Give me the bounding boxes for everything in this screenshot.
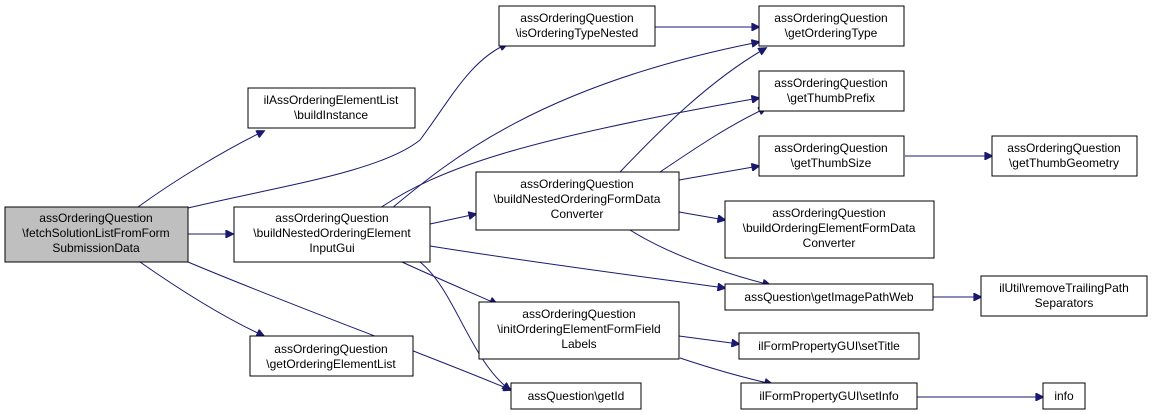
edge-converter-to-getImagePathWeb — [629, 229, 770, 285]
svg-text:assQuestion\getId: assQuestion\getId — [528, 389, 625, 403]
node-getOrderingElementList[interactable]: assOrderingQuestion\getOrderingElementLi… — [249, 335, 414, 377]
svg-text:ilFormPropertyGUI\setInfo: ilFormPropertyGUI\setInfo — [759, 389, 899, 403]
edge-converter-to-buildElementConverter — [678, 211, 725, 220]
edge-inputgui-to-getOrderingType — [391, 42, 759, 209]
svg-text:info: info — [1054, 389, 1074, 403]
edge-inputgui-to-initLabels — [401, 261, 497, 304]
node-root[interactable]: assOrderingQuestion\fetchSolutionListFro… — [4, 206, 189, 263]
node-getThumbPrefix[interactable]: assOrderingQuestion\getThumbPrefix — [758, 70, 905, 112]
node-getThumbSize[interactable]: assOrderingQuestion\getThumbSize — [758, 135, 905, 177]
edge-converter-to-getOrderingType — [619, 48, 766, 173]
edge-initlabels-to-setTitle — [678, 335, 739, 344]
svg-text:assOrderingQuestion\getThumbGe: assOrderingQuestion\getThumbGeometry — [1007, 141, 1120, 170]
edges — [137, 27, 1043, 397]
edge-converter-to-getThumbSize — [678, 166, 759, 181]
edge-root-to-getId — [187, 261, 511, 390]
edge-inputgui-to-getId — [419, 261, 510, 390]
svg-text:assOrderingQuestion\getThumbPr: assOrderingQuestion\getThumbPrefix — [774, 76, 887, 105]
node-buildInstance[interactable]: ilAssOrderingElementList\buildInstance — [247, 87, 416, 129]
node-getImagePathWeb[interactable]: assQuestion\getImagePathWeb — [724, 283, 934, 311]
svg-text:assOrderingQuestion\buildNeste: assOrderingQuestion\buildNestedOrderingE… — [253, 211, 411, 255]
svg-text:ilAssOrderingElementList\build: ilAssOrderingElementList\buildInstance — [264, 93, 399, 122]
svg-text:assOrderingQuestion\buildNeste: assOrderingQuestion\buildNestedOrderingF… — [494, 177, 661, 221]
svg-text:assQuestion\getImagePathWeb: assQuestion\getImagePathWeb — [744, 290, 914, 304]
node-isOrderingTypeNested[interactable]: assOrderingQuestion\isOrderingTypeNested — [498, 5, 656, 47]
node-buildNestedInputGui[interactable]: assOrderingQuestion\buildNestedOrderingE… — [233, 206, 431, 263]
node-buildElementConverter[interactable]: assOrderingQuestion\buildOrderingElement… — [724, 200, 935, 259]
edge-initlabels-to-setInfo — [679, 357, 772, 384]
nodes: assOrderingQuestion\fetchSolutionListFro… — [4, 5, 1148, 410]
svg-text:assOrderingQuestion\buildOrder: assOrderingQuestion\buildOrderingElement… — [743, 206, 916, 250]
edge-root-to-getOrderingElementList — [139, 261, 264, 336]
svg-text:ilFormPropertyGUI\setTitle: ilFormPropertyGUI\setTitle — [758, 339, 900, 353]
node-getOrderingType[interactable]: assOrderingQuestion\getOrderingType — [758, 5, 905, 47]
node-getId[interactable]: assQuestion\getId — [510, 382, 642, 410]
svg-text:assOrderingQuestion\getOrderin: assOrderingQuestion\getOrderingType — [774, 11, 887, 40]
edge-root-to-buildInstance — [137, 131, 264, 208]
svg-text:assOrderingQuestion\isOrdering: assOrderingQuestion\isOrderingTypeNested — [516, 11, 639, 40]
svg-text:assOrderingQuestion\getOrderin: assOrderingQuestion\getOrderingElementLi… — [266, 342, 396, 371]
node-info[interactable]: info — [1042, 382, 1086, 410]
node-buildNestedConverter[interactable]: assOrderingQuestion\buildNestedOrderingF… — [475, 171, 680, 231]
node-setTitle[interactable]: ilFormPropertyGUI\setTitle — [738, 332, 920, 360]
svg-text:assOrderingQuestion\fetchSolut: assOrderingQuestion\fetchSolutionListFro… — [22, 211, 169, 255]
edge-inputgui-to-getImagePathWeb — [429, 245, 725, 288]
edge-converter-to-getThumbPrefix — [659, 108, 766, 173]
node-initLabels[interactable]: assOrderingQuestion\initOrderingElementF… — [478, 301, 680, 360]
svg-text:assOrderingQuestion\getThumbSi: assOrderingQuestion\getThumbSize — [774, 141, 887, 170]
edge-inputgui-to-converter — [429, 214, 476, 225]
edge-root-to-isOrderingTypeNested — [187, 44, 507, 209]
svg-text:assOrderingQuestion\initOrderi: assOrderingQuestion\initOrderingElementF… — [497, 307, 660, 351]
node-getThumbGeometry[interactable]: assOrderingQuestion\getThumbGeometry — [991, 135, 1138, 177]
node-setInfo[interactable]: ilFormPropertyGUI\setInfo — [740, 382, 918, 410]
edge-inputgui-to-getThumbPrefix — [379, 98, 759, 209]
